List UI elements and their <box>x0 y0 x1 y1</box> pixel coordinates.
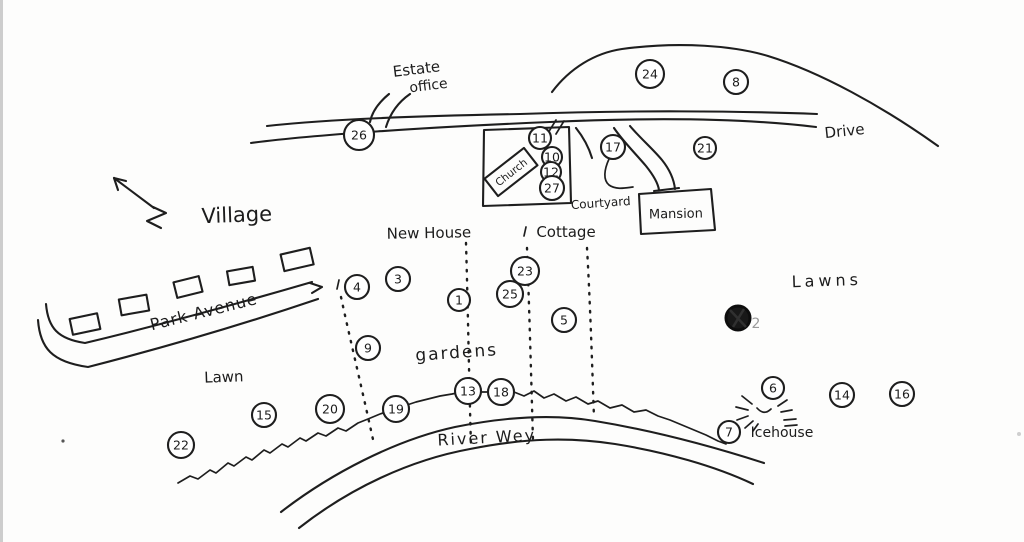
river-wey-label: River Wey <box>437 425 537 449</box>
map-marker-23: 23 <box>509 255 541 287</box>
park-avenue-road <box>36 280 324 369</box>
map-marker-17: 17 <box>599 133 627 161</box>
svg-text:20: 20 <box>322 402 338 417</box>
map-marker-13: 13 <box>453 376 483 406</box>
map-marker-9: 9 <box>354 334 382 362</box>
park-boundary-arc <box>550 44 940 148</box>
estate-road <box>249 110 819 145</box>
scribbled-marker: 2 <box>724 304 761 332</box>
map-marker-7: 7 <box>716 419 742 445</box>
map-marker-14: 14 <box>828 381 856 409</box>
svg-text:1: 1 <box>455 293 463 308</box>
svg-text:25: 25 <box>502 287 518 302</box>
map-marker-3: 3 <box>384 265 412 293</box>
map-marker-27: 27 <box>538 174 566 202</box>
svg-text:24: 24 <box>642 67 658 82</box>
scan-speck <box>1017 432 1021 436</box>
svg-text:11: 11 <box>532 131 548 146</box>
map-marker-4: 4 <box>343 273 371 301</box>
map-marker-15: 15 <box>250 401 278 429</box>
estate-office-label-line2: office <box>408 76 448 97</box>
svg-text:27: 27 <box>544 181 560 196</box>
map-marker-16: 16 <box>888 380 916 408</box>
new-house-label: New House <box>387 223 472 242</box>
drive-label: Drive <box>824 120 866 142</box>
village-label: Village <box>201 202 272 228</box>
svg-text:18: 18 <box>493 385 509 400</box>
church-label: Church <box>493 157 530 189</box>
svg-text:22: 22 <box>173 438 189 453</box>
svg-text:6: 6 <box>769 381 777 396</box>
svg-text:19: 19 <box>388 402 404 417</box>
svg-text:7: 7 <box>725 425 733 440</box>
svg-text:16: 16 <box>894 387 910 402</box>
svg-text:3: 3 <box>394 272 402 287</box>
svg-text:14: 14 <box>834 388 850 403</box>
mansion-building <box>637 187 717 236</box>
map-marker-5: 5 <box>550 306 578 334</box>
map-marker-26: 26 <box>342 118 376 152</box>
pencil-note: 2 <box>752 316 761 332</box>
village-houses <box>68 246 315 336</box>
cottage-label: Cottage <box>536 223 595 241</box>
svg-text:9: 9 <box>364 341 372 356</box>
icehouse-label: Icehouse <box>751 425 814 441</box>
map-marker-21: 21 <box>692 135 718 161</box>
map-marker-22: 22 <box>166 430 196 460</box>
gardens-label: gardens <box>415 340 499 366</box>
svg-text:8: 8 <box>732 75 740 90</box>
map-marker-24: 24 <box>634 58 666 90</box>
map-marker-1: 1 <box>446 287 472 313</box>
svg-text:10: 10 <box>544 150 560 165</box>
map-marker-18: 18 <box>486 377 516 407</box>
dotted-boundaries <box>336 226 596 447</box>
garden-bank-line <box>177 390 727 484</box>
river <box>279 415 766 530</box>
park-avenue-label: Park Avenue <box>148 289 259 334</box>
north-arrow-icon <box>112 176 168 230</box>
svg-text:26: 26 <box>351 128 367 143</box>
svg-text:23: 23 <box>517 264 533 279</box>
estate-office-label-line1: Estate <box>392 57 441 81</box>
lawns-label: Lawns <box>791 270 862 291</box>
map-marker-11: 11 <box>527 125 553 151</box>
icehouse-sunburst-icon <box>735 395 798 432</box>
mansion-label: Mansion <box>649 207 703 223</box>
svg-text:15: 15 <box>256 408 272 423</box>
church-building: Church <box>483 146 539 198</box>
svg-text:17: 17 <box>605 140 621 155</box>
svg-text:5: 5 <box>560 313 568 328</box>
estate-office-lane <box>368 92 412 129</box>
scan-edge-artifact <box>0 0 3 542</box>
svg-text:4: 4 <box>353 280 361 295</box>
map-marker-19: 19 <box>381 394 411 424</box>
lawn-label: Lawn <box>204 367 244 386</box>
map-marker-6: 6 <box>760 375 786 401</box>
map-marker-20: 20 <box>314 393 346 425</box>
map-marker-25: 25 <box>495 279 525 309</box>
courtyard-label: Courtyard <box>570 194 631 212</box>
map-marker-8: 8 <box>722 68 750 96</box>
drive-to-mansion <box>574 124 681 193</box>
svg-text:21: 21 <box>697 141 713 156</box>
ink-speck <box>61 439 65 443</box>
svg-text:13: 13 <box>460 384 476 399</box>
